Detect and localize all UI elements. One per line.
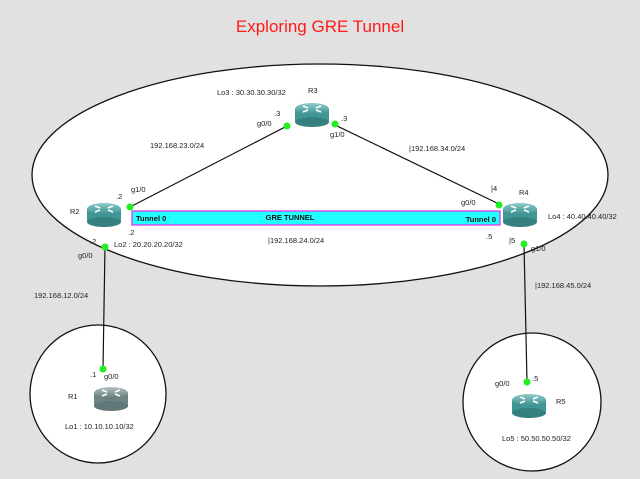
- tunnel-right-label: Tunnel 0: [466, 215, 496, 224]
- r3-g1-dot: [331, 120, 339, 128]
- r1-g0-label: g0/0: [104, 372, 119, 381]
- r2-g0-dot: [101, 243, 109, 251]
- r1-ip: .1: [90, 370, 96, 379]
- gre-tunnel-bar: [131, 210, 501, 226]
- r2-g0-ip: .2: [90, 237, 96, 246]
- r5-ip: .5: [532, 374, 538, 383]
- core-area-ellipse: [31, 63, 609, 287]
- r4-g0-dot: [495, 201, 503, 209]
- r4-tunnel-ip: .5: [486, 232, 492, 241]
- link-r4-r5: [523, 243, 528, 383]
- r3-g0-label: g0/0: [257, 119, 272, 128]
- diagram-title: Exploring GRE Tunnel: [236, 17, 404, 36]
- r4-g1-dot: [520, 240, 528, 248]
- r2-name: R2: [70, 207, 80, 216]
- r4-name: R4: [519, 188, 529, 197]
- r5-g0-dot: [523, 378, 531, 386]
- r4-g1-label: g1/0: [531, 244, 546, 253]
- r3-g1-ip: .3: [341, 114, 347, 123]
- router-r5-icon[interactable]: [511, 393, 547, 419]
- r2-g1-ip: .2: [116, 192, 122, 201]
- r1-loopback: Lo1 : 10.10.10.10/32: [65, 422, 134, 431]
- r4-g0-ip: |4: [491, 184, 497, 193]
- router-r4-icon[interactable]: [502, 202, 538, 228]
- router-r3-icon[interactable]: [294, 102, 330, 128]
- r3-g0-ip: .3: [274, 109, 280, 118]
- r5-loopback: Lo5 : 50.50.50.50/32: [502, 434, 571, 443]
- r3-name: R3: [308, 86, 318, 95]
- r2-g1-label: g1/0: [131, 185, 146, 194]
- r3-loopback: Lo3 : 30.30.30.30/32: [217, 88, 286, 97]
- r1-name: R1: [68, 392, 78, 401]
- network-12: 192.168.12.0/24: [34, 291, 88, 300]
- link-r2-r1: [102, 245, 106, 370]
- r2-loopback: Lo2 : 20.20.20.20/32: [114, 240, 183, 249]
- network-45: |192.168.45.0/24: [535, 281, 591, 290]
- router-r1-icon[interactable]: [94, 387, 128, 411]
- r4-loopback: Lo4 : 40.40.40.40/32: [548, 212, 617, 221]
- network-34: |192.168.34.0/24: [409, 144, 465, 153]
- router-r2-icon[interactable]: [86, 202, 122, 228]
- r2-g1-dot: [126, 203, 134, 211]
- r2-g0-label: g0/0: [78, 251, 93, 260]
- r5-name: R5: [556, 397, 566, 406]
- r2-tunnel-ip: .2: [128, 228, 134, 237]
- r4-g0-label: g0/0: [461, 198, 476, 207]
- r1-g0-dot: [99, 365, 107, 373]
- tunnel-center-label: GRE TUNNEL: [266, 213, 315, 222]
- r3-g1-label: g1/0: [330, 130, 345, 139]
- interface-dots: [99, 120, 531, 386]
- tunnel-left-label: Tunnel 0: [136, 214, 166, 223]
- network-24: |192.168.24.0/24: [268, 236, 324, 245]
- r5-g0-label: g0/0: [495, 379, 510, 388]
- network-23: 192.168.23.0/24: [150, 141, 204, 150]
- r4-g1-ip: |5: [509, 236, 515, 245]
- link-r2-r3: [129, 125, 288, 208]
- link-r3-r4: [334, 124, 500, 205]
- r3-g0-dot: [283, 122, 291, 130]
